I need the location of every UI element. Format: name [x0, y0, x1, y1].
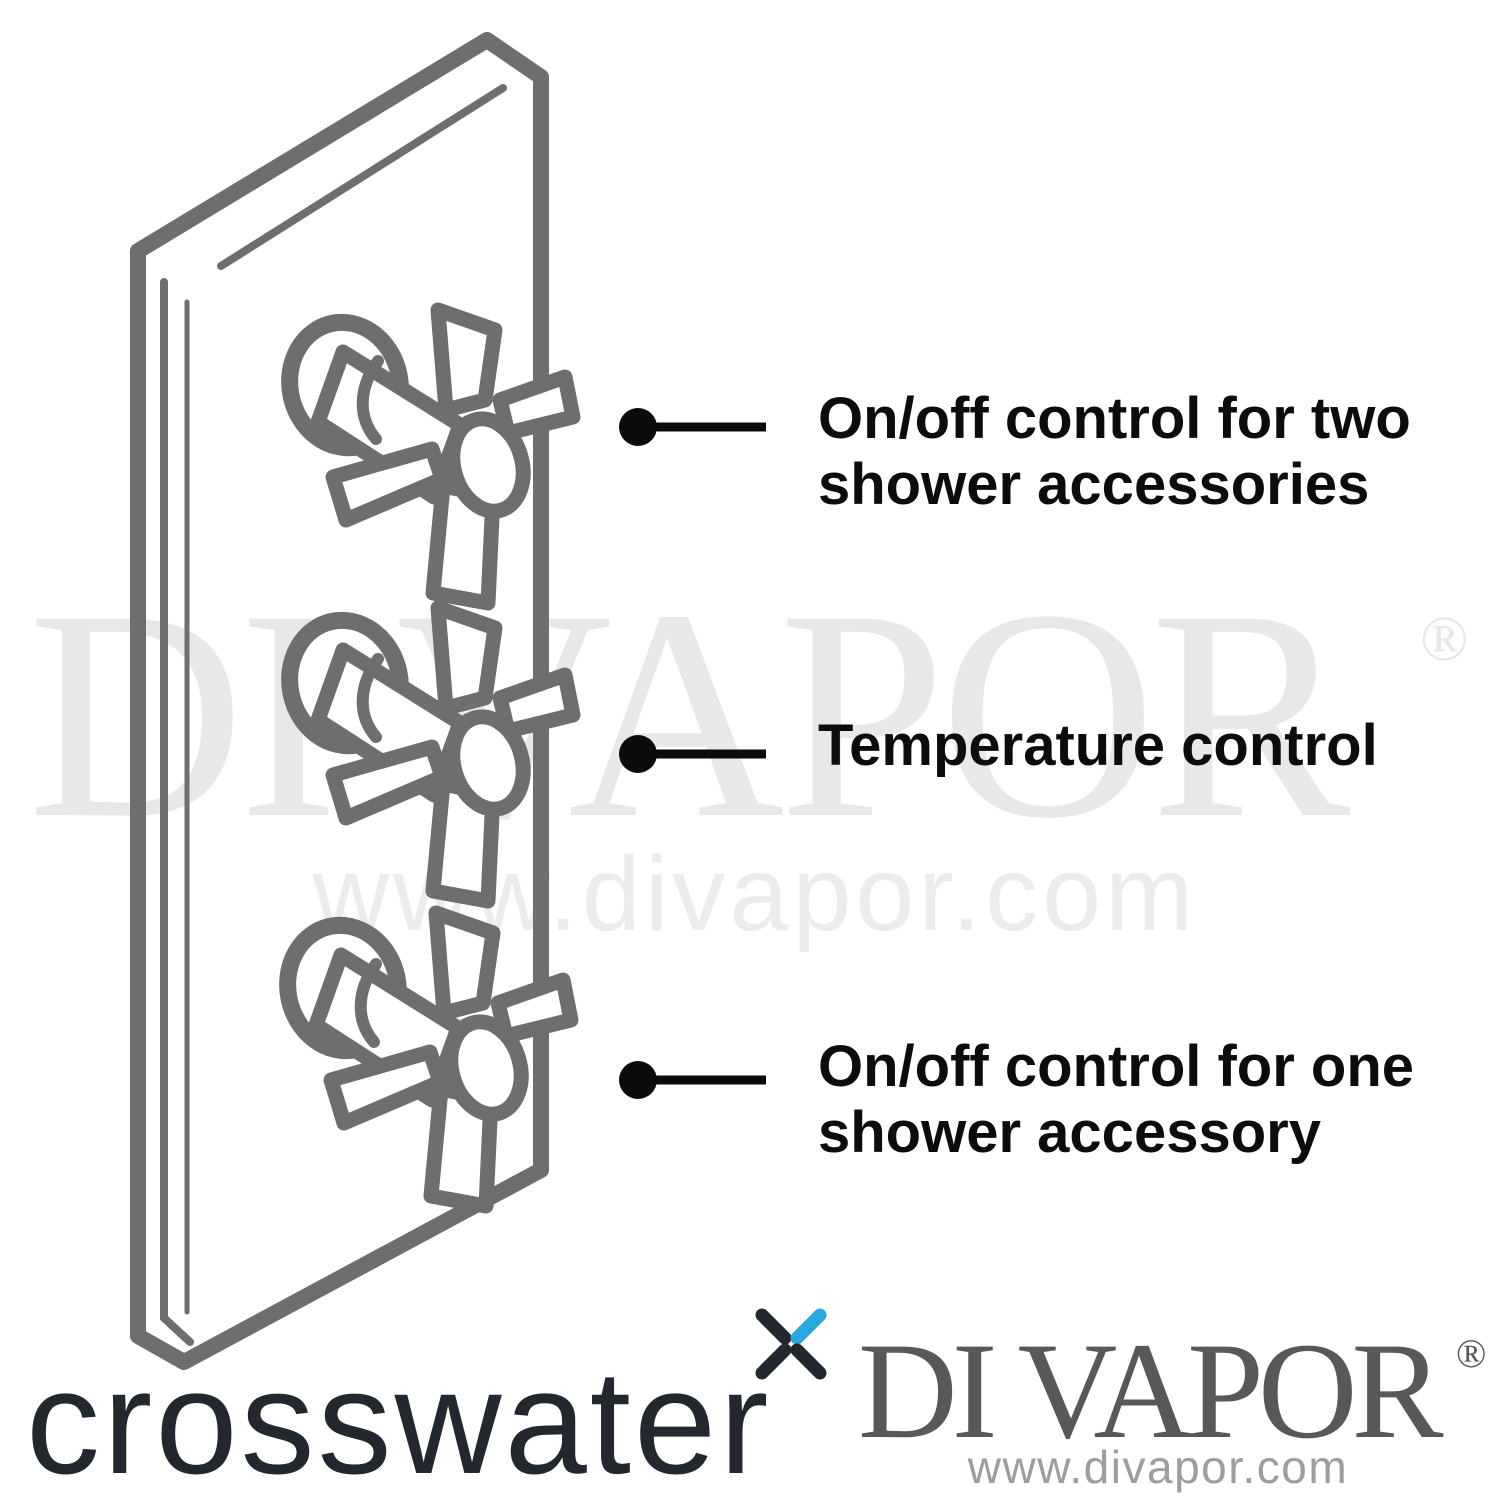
callout-label-bottom: On/off control for one shower accessory: [818, 1034, 1414, 1165]
knob-on-off-one-accessory: [276, 913, 571, 1206]
leader-dot: [619, 1061, 657, 1099]
watermark-divapor-text: DI VAPOR: [28, 548, 1352, 880]
plate-top-bevel-line: [217, 84, 507, 270]
x-arm-bottom-right: [790, 1343, 827, 1380]
leader-dot: [619, 408, 657, 446]
callout-bottom-line1: On/off control for one: [818, 1034, 1414, 1099]
callout-bottom-line2: shower accessory: [818, 1100, 1321, 1165]
divapor-logo: DI VAPOR ® www.divapor.com: [858, 1314, 1486, 1493]
leader-dot: [619, 735, 657, 773]
plate-left-bevel-line: [160, 278, 194, 1346]
crosswater-x-icon: [755, 1308, 827, 1380]
x-arm-bottom-left: [755, 1343, 792, 1380]
x-arm-top-right-blue: [790, 1308, 827, 1345]
callout-label-middle: Temperature control: [818, 713, 1378, 778]
crosswater-logo-text: crosswater: [26, 1340, 772, 1500]
callout-leader-bottom: [619, 1061, 766, 1099]
valve-plate: [130, 32, 549, 1370]
x-arm-top-left: [755, 1308, 792, 1345]
callout-top-line1: On/off control for two: [818, 386, 1411, 451]
callout-middle-line1: Temperature control: [818, 713, 1378, 778]
callout-label-top: On/off control for two shower accessorie…: [818, 386, 1411, 517]
callout-leader-top: [619, 408, 766, 446]
callout-top-line2: shower accessories: [818, 452, 1369, 517]
valve-plate-outline: [130, 32, 549, 1370]
callout-leader-middle: [619, 735, 766, 773]
watermark-registered-mark: ®: [1420, 603, 1469, 674]
divapor-logo-text: DI VAPOR: [858, 1314, 1444, 1467]
divapor-url-text: www.divapor.com: [967, 1441, 1348, 1493]
divapor-registered-mark: ®: [1456, 1331, 1486, 1376]
